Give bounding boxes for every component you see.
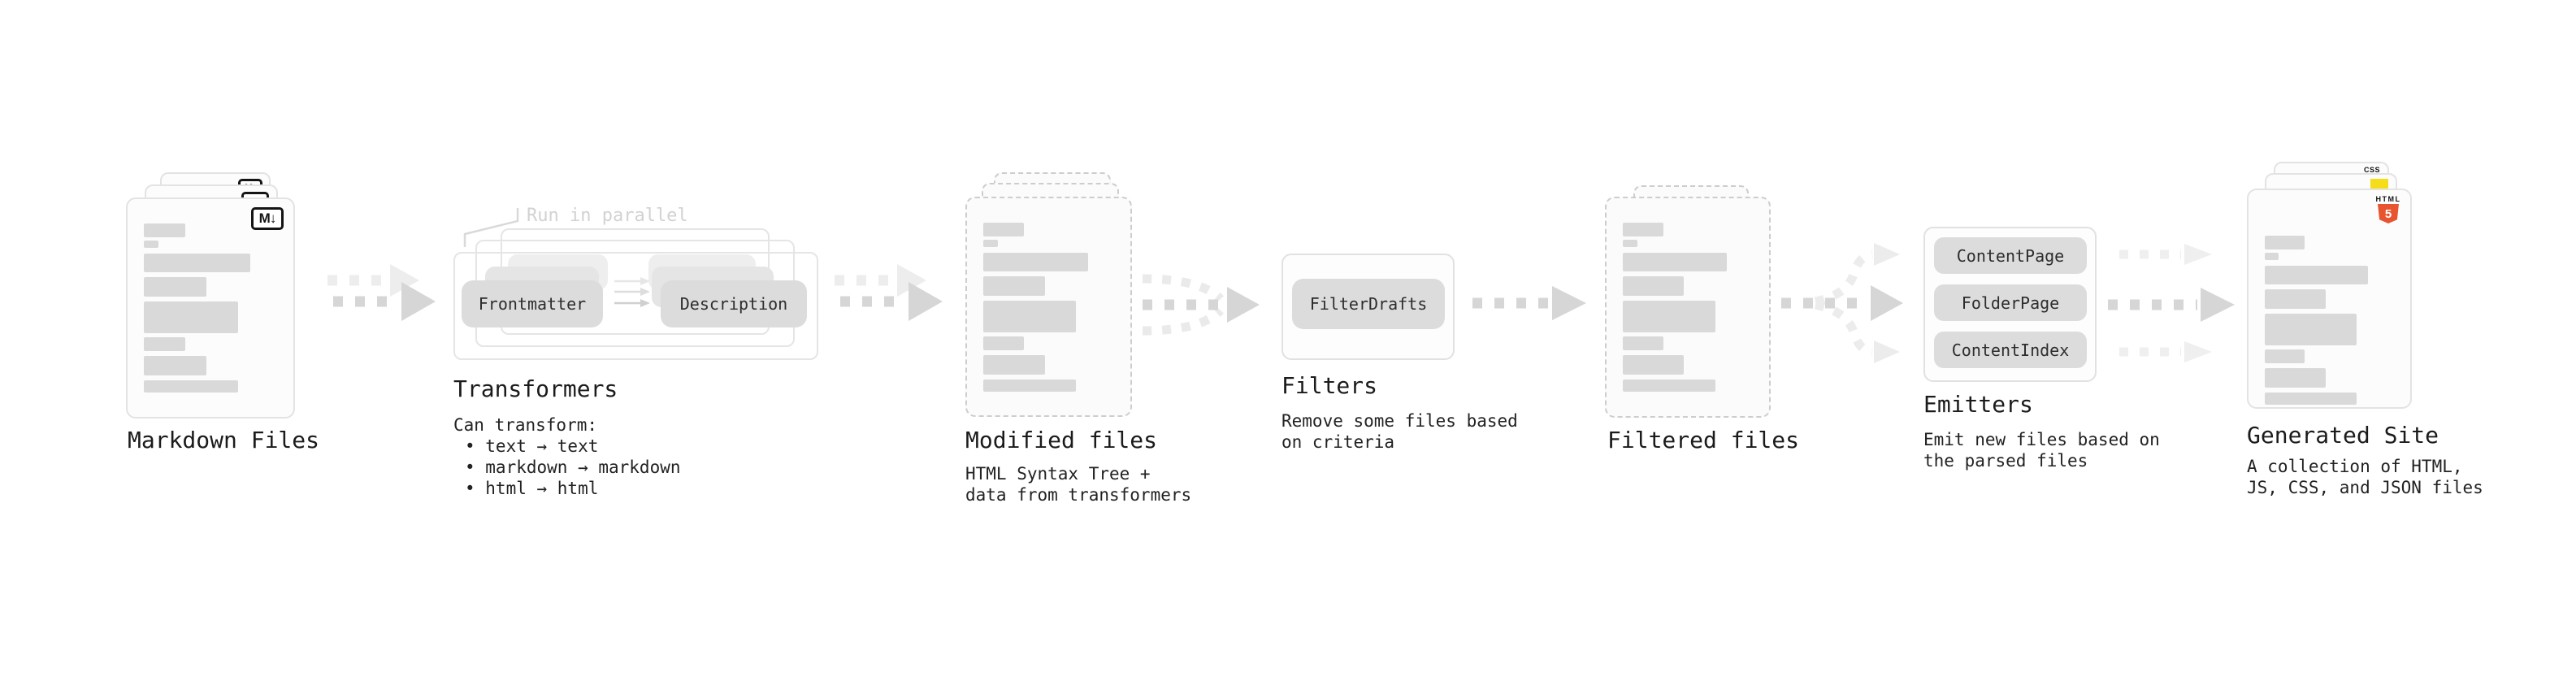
arrow-filtered-to-emitters-fanout [1781, 243, 1903, 363]
frontmatter-pill: Frontmatter [462, 280, 603, 327]
transformer-flow-arrows [614, 277, 650, 307]
modified-files-desc: data from transformers [965, 485, 1192, 505]
emitters-title: Emitters [1923, 391, 2033, 418]
arrow-modified-to-filters-merge [1142, 274, 1260, 336]
content-page-pill: ContentPage [1934, 237, 2087, 274]
file-skeleton-lines [1623, 223, 1753, 392]
transformers-bullet: • html → html [465, 479, 599, 498]
transformers-bullet: • text → text [465, 436, 599, 456]
arrow-emitters-middle [2108, 288, 2235, 322]
html5-icon-word: HTML [2375, 195, 2401, 203]
arrow-emitters-top [2119, 244, 2212, 265]
html5-icon: HTML 5 [2374, 195, 2402, 223]
generated-site-desc: A collection of HTML, [2247, 457, 2463, 476]
modified-files-desc: HTML Syntax Tree + [965, 464, 1151, 484]
transformers-desc-heading: Can transform: [453, 415, 598, 435]
transformers-title: Transformers [453, 375, 618, 402]
filters-desc: on criteria [1281, 432, 1395, 452]
css-icon-label: CSS [2364, 166, 2381, 174]
markdown-icon: M↓ [251, 207, 284, 230]
javascript-icon [2370, 179, 2388, 189]
markdown-files-title: Markdown Files [128, 427, 320, 453]
modified-file-card-front [965, 197, 1132, 417]
generated-site-title: Generated Site [2247, 422, 2439, 449]
filtered-file-card-front [1605, 197, 1771, 418]
html5-icon-shield: 5 [2378, 204, 2399, 223]
html5-icon-number: 5 [2384, 206, 2392, 221]
arrow-markdown-to-transformers [327, 264, 436, 321]
arrow-emitters-bottom [2119, 341, 2212, 362]
generated-site-desc: JS, CSS, and JSON files [2247, 478, 2483, 497]
filter-drafts-pill: FilterDrafts [1292, 279, 1445, 329]
transformers-bullet: • markdown → markdown [465, 458, 681, 477]
arrow-transformers-to-modified [835, 264, 943, 321]
run-in-parallel-label: Run in parallel [527, 206, 688, 226]
description-pill: Description [661, 280, 807, 327]
file-skeleton-lines [983, 223, 1114, 392]
arrow-filters-to-filtered [1472, 286, 1586, 320]
filters-desc: Remove some files based [1281, 411, 1518, 431]
content-index-pill: ContentIndex [1934, 332, 2087, 368]
filters-title: Filters [1281, 372, 1378, 399]
file-skeleton-lines [2265, 236, 2394, 405]
generated-html-card: HTML 5 [2247, 189, 2412, 409]
callout-leader-line [463, 208, 519, 247]
modified-files-title: Modified files [965, 427, 1158, 453]
folder-page-pill: FolderPage [1934, 284, 2087, 321]
transformer-layer-front [453, 252, 818, 360]
filtered-files-title: Filtered files [1607, 427, 1800, 453]
file-skeleton-lines [144, 223, 277, 393]
emitters-desc: the parsed files [1923, 451, 2088, 471]
markdown-file-card-front: M↓ [126, 197, 295, 419]
emitters-desc: Emit new files based on [1923, 430, 2160, 449]
